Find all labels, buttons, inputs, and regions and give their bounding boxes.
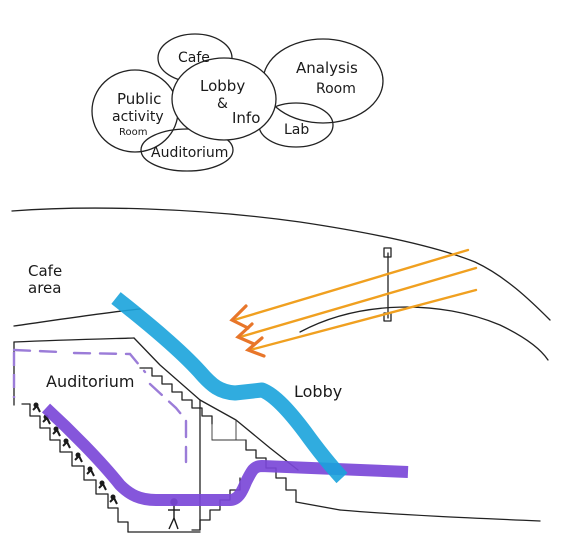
bubble-lobby-info: [171, 57, 277, 141]
purple-circulation-path: [41, 403, 409, 506]
audience-head: [99, 480, 105, 486]
ground-line: [295, 501, 341, 511]
daylight-arrow-1: [232, 248, 470, 322]
section-label-auditorium: Auditorium: [46, 372, 135, 391]
daylight-arrow-3: [248, 288, 478, 352]
daylight-arrows: [229, 248, 478, 358]
ground-curve: [339, 509, 541, 522]
bubble-diagram: Cafe Lobby & Info Analysis Room Public a…: [91, 33, 384, 172]
bubble-auditorium: [140, 128, 234, 172]
bubble-label-info: Info: [232, 109, 260, 127]
audience-head: [63, 438, 69, 444]
audience-head: [33, 402, 39, 408]
landscape-curve: [299, 306, 549, 361]
auditorium-dashed-outline: [12, 348, 188, 464]
daylight-arrowhead-1: [229, 304, 250, 330]
blue-circulation-path: [111, 292, 348, 484]
bubble-label-cafe: Cafe: [178, 50, 210, 66]
audience-heads: [33, 402, 116, 500]
section-label-lobby: Lobby: [294, 382, 342, 401]
audience-head: [87, 466, 93, 472]
bubble-label-public: Public: [117, 90, 161, 108]
daylight-arrowhead-3: [244, 336, 266, 358]
audience-figures: [32, 404, 118, 505]
auditorium-ceiling-line: [13, 337, 135, 343]
audience-head: [53, 426, 59, 432]
roof-line: [11, 207, 551, 321]
building-section: Cafe area Auditorium Lobby: [11, 207, 551, 533]
daylight-arrowhead-2: [235, 322, 256, 346]
bubble-label-lobby: Lobby: [200, 77, 245, 95]
bubble-label-lab: Lab: [284, 122, 309, 138]
section-label-cafe: Cafe: [28, 262, 62, 280]
bubble-label-auditorium: Auditorium: [151, 145, 228, 161]
inner-stair-steps: [139, 367, 213, 425]
bubble-label-analysis: Analysis: [296, 59, 358, 77]
section-label-area: area: [28, 279, 61, 297]
bubble-label-activity: activity: [112, 109, 164, 125]
presenter-leg-left: [168, 517, 175, 530]
bubble-label-ampersand: &: [217, 96, 228, 112]
audience-head: [110, 494, 116, 500]
bubble-label-room: Room: [316, 81, 356, 97]
lobby-stair-wall: [133, 337, 299, 471]
daylight-arrow-2: [238, 266, 478, 339]
presenter-leg-right: [173, 517, 179, 530]
audience-head: [75, 452, 81, 458]
bubble-label-public-room: Room: [119, 127, 147, 138]
seating-rake: [21, 403, 129, 533]
sun-shade-top-marker: [383, 247, 392, 258]
